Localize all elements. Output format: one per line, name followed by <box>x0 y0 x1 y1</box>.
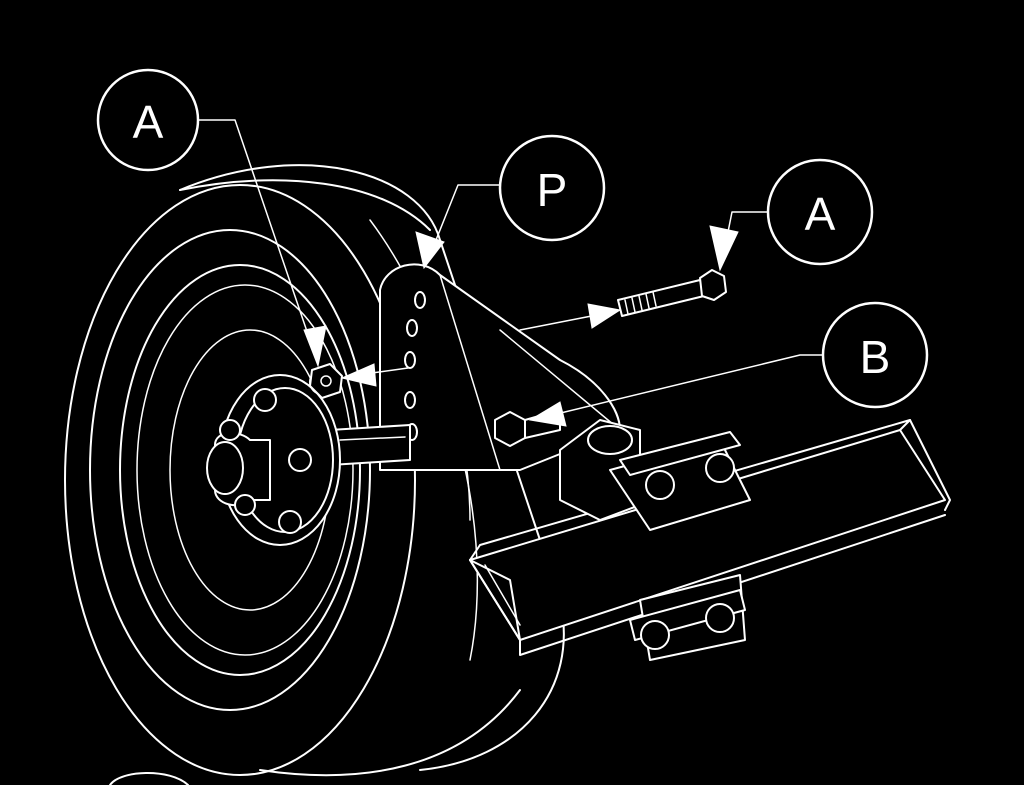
callout-p-label: P <box>537 164 568 216</box>
leader-lines <box>195 119 826 427</box>
callout-a-right: A <box>766 158 874 266</box>
callout-p: P <box>498 134 606 242</box>
hex-nut <box>309 363 343 399</box>
callout-partial-bottom <box>109 772 189 785</box>
callout-b: B <box>821 301 929 409</box>
callout-a-left-label: A <box>133 96 164 148</box>
hub <box>206 369 341 546</box>
hex-bolt <box>617 269 727 317</box>
callout-b-label: B <box>860 331 891 383</box>
callout-a-right-label: A <box>805 188 836 240</box>
callout-a-left: A <box>96 68 200 172</box>
rim <box>89 229 371 711</box>
clamp-assembly <box>559 419 751 661</box>
axle-stub <box>329 424 411 466</box>
